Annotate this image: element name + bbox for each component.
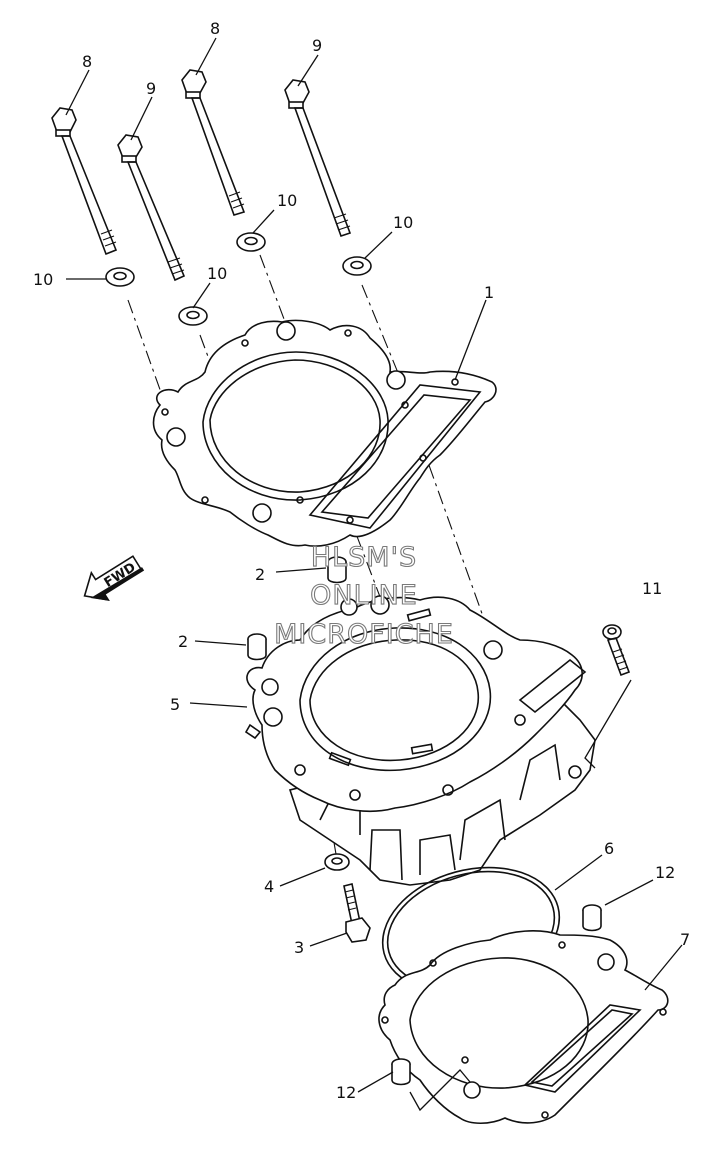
callout-8-left: 8 — [82, 52, 92, 71]
head-gasket — [152, 319, 497, 547]
callout-7: 7 — [680, 930, 690, 949]
fwd-arrow-icon: FWD — [83, 555, 145, 602]
callout-6: 6 — [604, 839, 614, 858]
leader-lines — [65, 37, 683, 1093]
dowel-pin-12-upper — [582, 904, 602, 932]
callout-12-upper: 12 — [655, 863, 675, 882]
callout-10-c: 10 — [277, 191, 297, 210]
washer-10-c — [236, 232, 266, 252]
callout-10-b: 10 — [207, 264, 227, 283]
callout-3: 3 — [294, 938, 304, 957]
cylinder-block — [244, 595, 596, 886]
bolt-3 — [343, 883, 371, 943]
bolt-9-right — [284, 79, 352, 238]
watermark-line-3: MICROFICHE — [274, 619, 454, 650]
washer-10-d — [342, 256, 372, 276]
callout-10-a: 10 — [33, 270, 53, 289]
callout-9-right: 9 — [312, 36, 322, 55]
callout-8-right: 8 — [210, 19, 220, 38]
bolt-9-left — [117, 134, 186, 282]
callout-1: 1 — [484, 283, 494, 302]
callout-11: 11 — [642, 579, 662, 598]
watermark: HLSM'S ONLINE MICROFICHE — [274, 541, 454, 650]
callout-12-lower: 12 — [336, 1083, 356, 1102]
dowel-pin-12-lower — [391, 1058, 471, 1112]
callout-labels: 1 2 2 3 4 5 6 7 8 8 9 9 10 10 10 10 11 1… — [33, 19, 690, 1102]
dowel-pin-2-lower — [247, 633, 267, 661]
bolt-11 — [584, 624, 632, 769]
dowel-pin-2-upper — [327, 556, 347, 584]
base-gasket-7 — [378, 930, 669, 1125]
bolt-8-left — [51, 107, 118, 256]
watermark-line-2: ONLINE — [310, 580, 418, 611]
watermark-line-1: HLSM'S — [311, 542, 417, 573]
washer-10-b — [178, 306, 208, 326]
callout-2-lower: 2 — [178, 632, 188, 651]
callout-5: 5 — [170, 695, 180, 714]
washer-4 — [324, 853, 350, 871]
callout-10-d: 10 — [393, 213, 413, 232]
callout-9-left: 9 — [146, 79, 156, 98]
bolt-8-right — [181, 69, 246, 216]
callout-2-upper: 2 — [255, 565, 265, 584]
washer-10-a — [105, 267, 135, 287]
callout-4: 4 — [264, 877, 274, 896]
